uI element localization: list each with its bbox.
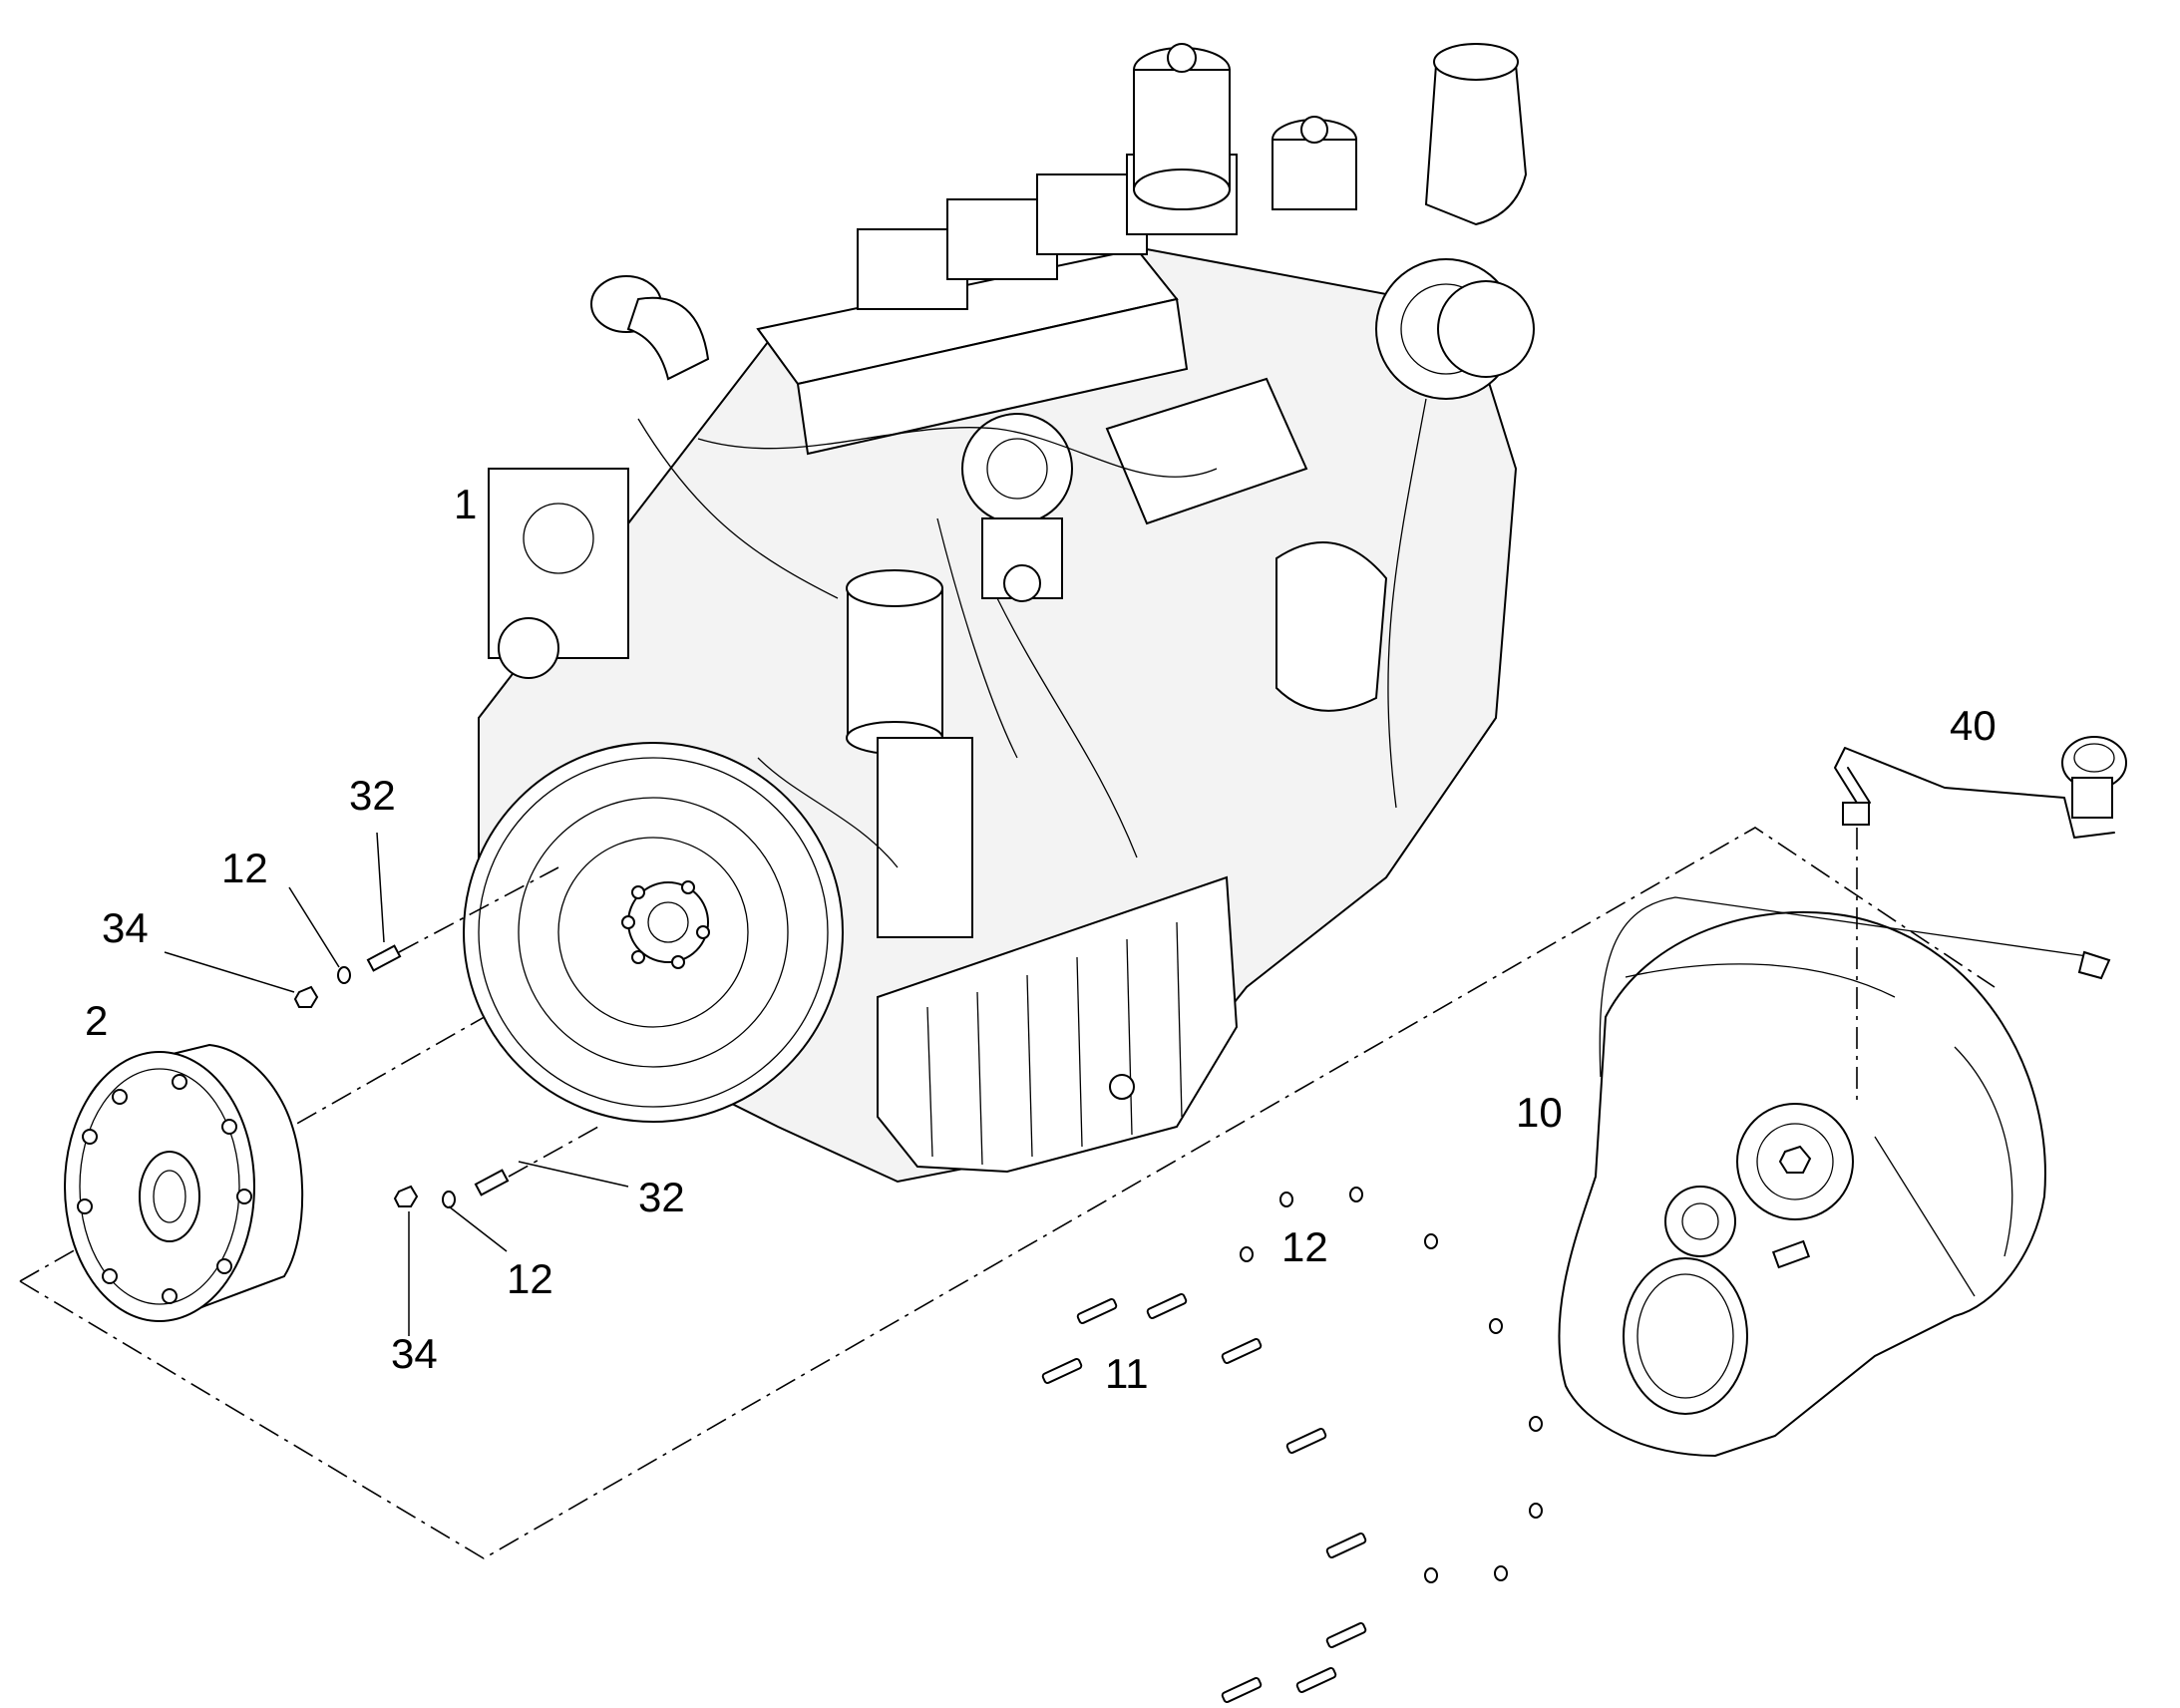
engine-assembly — [463, 43, 1535, 1184]
callout-12-lower: 12 — [507, 1255, 553, 1302]
callout-1: 1 — [454, 481, 477, 527]
flywheel-housing — [1558, 896, 2111, 1458]
hardware-set-upper — [293, 866, 559, 1008]
flywheel-coupling-plate — [64, 1043, 304, 1322]
flywheel — [463, 742, 844, 1123]
callout-12-upper: 12 — [221, 845, 268, 891]
hardware-set-lower — [393, 1126, 599, 1208]
callout-12-washers: 12 — [1281, 1223, 1328, 1270]
callout-labels: 1 2 10 11 12 12 12 32 32 34 34 40 — [85, 481, 1997, 1397]
washer-set — [1240, 1187, 1543, 1583]
callout-11: 11 — [1105, 1350, 1149, 1397]
callout-32-upper: 32 — [349, 772, 396, 819]
leader-lines — [164, 832, 629, 1336]
breather-tube — [1834, 736, 2127, 1107]
bolt-set — [1041, 1293, 1367, 1703]
callout-2: 2 — [85, 997, 108, 1044]
callout-34-lower: 34 — [391, 1330, 438, 1377]
callout-32-lower: 32 — [638, 1174, 685, 1220]
callout-40: 40 — [1950, 702, 1997, 749]
callout-34-upper: 34 — [102, 904, 149, 951]
callout-10: 10 — [1516, 1089, 1563, 1136]
